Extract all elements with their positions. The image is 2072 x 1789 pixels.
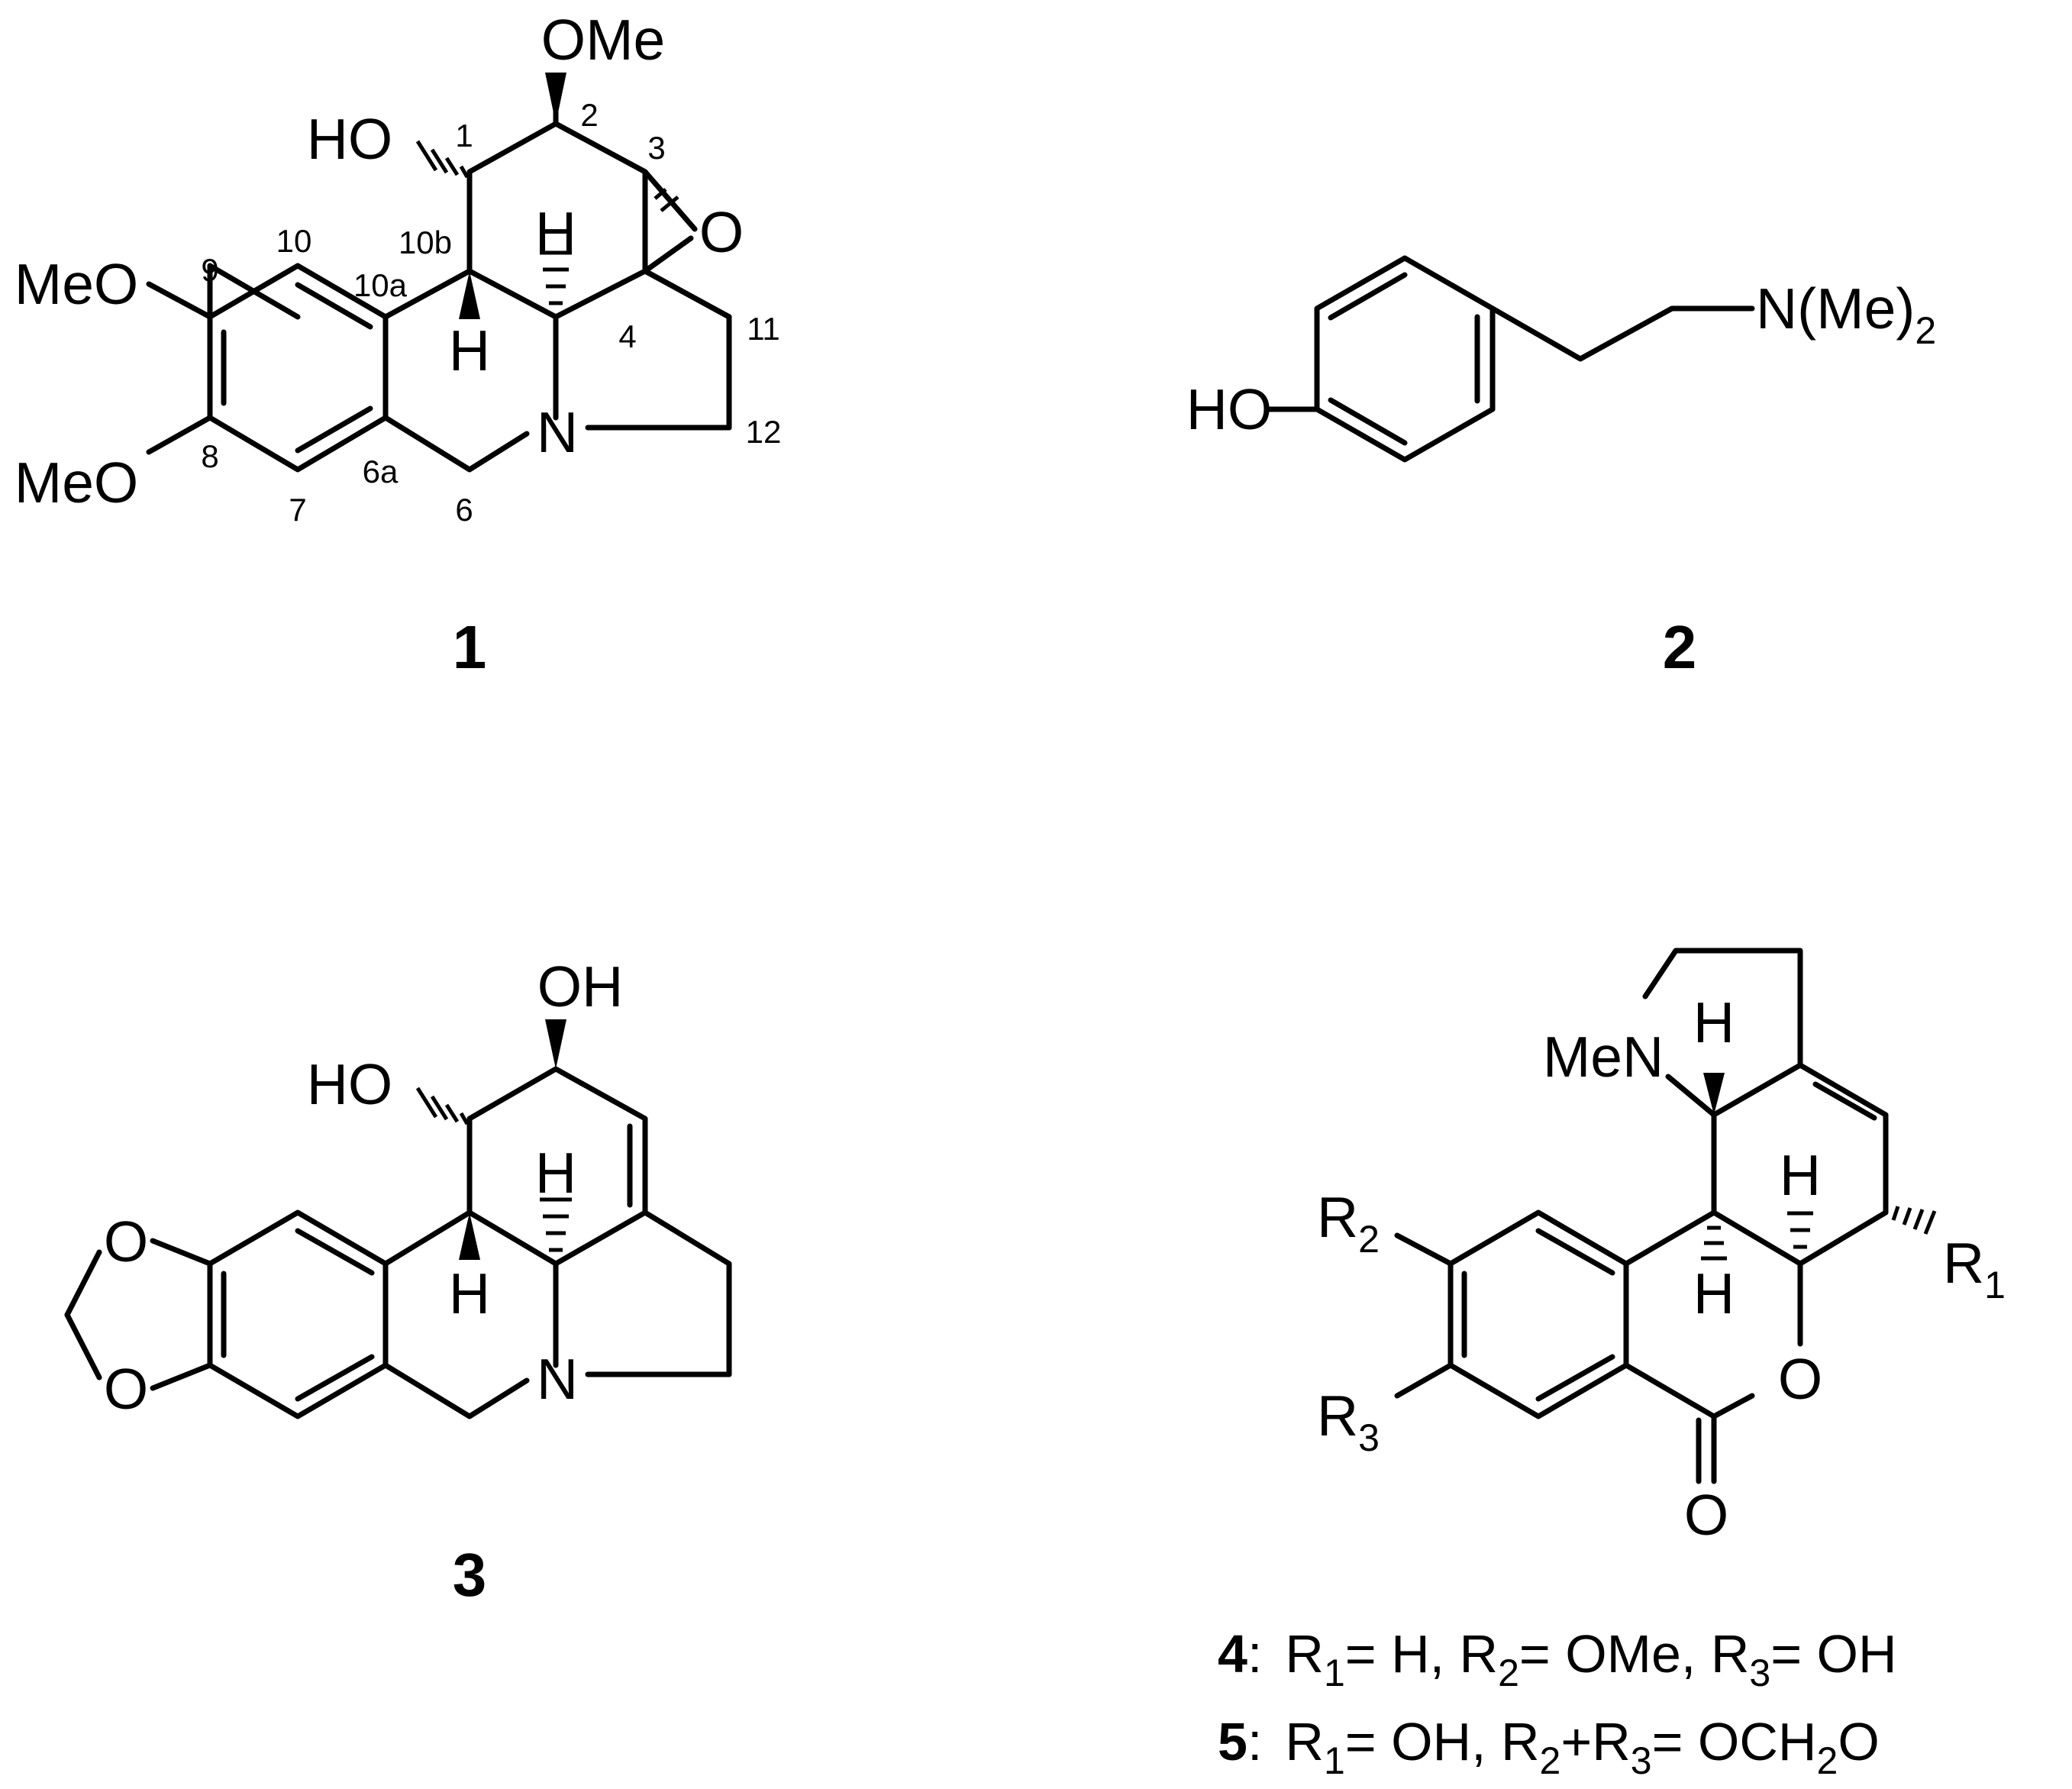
hydroxy-left-label: HO bbox=[307, 1052, 393, 1116]
locant-8: 8 bbox=[201, 438, 218, 474]
nitrogen-label: N bbox=[537, 1347, 578, 1411]
hydroxy-label: HO bbox=[1186, 377, 1273, 441]
methoxy-9-label: MeO bbox=[15, 252, 139, 316]
locant-10: 10 bbox=[276, 223, 312, 259]
ring-oxygen-label: O bbox=[1778, 1347, 1822, 1411]
locant-2: 2 bbox=[580, 97, 598, 133]
legend-line-5: 5:R1= OH, R2+R3= OCH2O bbox=[1218, 1712, 1880, 1782]
epoxide-oxygen-label: O bbox=[699, 200, 744, 264]
hydroxy-label: HO bbox=[307, 107, 393, 171]
locant-3: 3 bbox=[647, 130, 665, 166]
hydrogen-down-label: H bbox=[449, 1261, 490, 1326]
substituent-legend: 4:R1= H, R2= OMe, R3= OH 5:R1= OH, R2+R3… bbox=[1218, 1624, 1897, 1782]
legend-line-4: 4:R1= H, R2= OMe, R3= OH bbox=[1218, 1624, 1897, 1694]
hydroxy-top-label: OH bbox=[537, 954, 624, 1019]
locant-1: 1 bbox=[455, 118, 473, 153]
r2-label: R2 bbox=[1317, 1185, 1380, 1261]
compound-2-id: 2 bbox=[1663, 613, 1697, 681]
dimethylamino-label: N(Me)2 bbox=[1756, 276, 1936, 352]
compound-1: OMe HO O MeO MeO H H N 1 2 3 4 6 6a 7 8 … bbox=[15, 8, 782, 681]
hydrogen-up-label: H bbox=[535, 200, 576, 264]
nitrogen-label: N bbox=[537, 400, 578, 464]
methylamine-label: MeN bbox=[1543, 1025, 1664, 1089]
r1-label: R1 bbox=[1943, 1231, 2006, 1306]
compound-3: OH HO O O H H N 3 bbox=[64, 954, 732, 1609]
hydrogen-up-label: H bbox=[535, 1141, 576, 1205]
carbonyl-oxygen-label: O bbox=[1684, 1483, 1728, 1547]
hydrogen-low-label: H bbox=[1693, 1261, 1735, 1326]
ome-label: OMe bbox=[541, 8, 666, 72]
locant-12: 12 bbox=[746, 414, 782, 450]
dioxole-oxygen-top: O bbox=[104, 1209, 148, 1274]
locant-6a: 6a bbox=[363, 454, 399, 489]
hydrogen-down-label: H bbox=[449, 318, 490, 383]
compound-1-id: 1 bbox=[453, 613, 487, 681]
r3-label: R3 bbox=[1317, 1384, 1380, 1459]
methoxy-8-label: MeO bbox=[15, 450, 139, 515]
compound-4-5: MeN H H H R1 R2 R3 O O bbox=[1317, 948, 2006, 1547]
locant-4: 4 bbox=[618, 318, 636, 354]
locant-11: 11 bbox=[747, 311, 780, 347]
hydrogen-mid-label: H bbox=[1780, 1143, 1821, 1207]
locant-6: 6 bbox=[455, 492, 473, 528]
locant-9: 9 bbox=[201, 252, 218, 288]
locant-7: 7 bbox=[289, 492, 306, 528]
compound-3-id: 3 bbox=[453, 1541, 487, 1609]
dioxole-oxygen-bottom: O bbox=[104, 1357, 148, 1421]
compound-2: HO N(Me)2 2 bbox=[1186, 255, 1936, 681]
locant-10b: 10b bbox=[399, 224, 452, 260]
locant-10a: 10a bbox=[353, 267, 408, 303]
hydrogen-top-label: H bbox=[1693, 990, 1735, 1054]
